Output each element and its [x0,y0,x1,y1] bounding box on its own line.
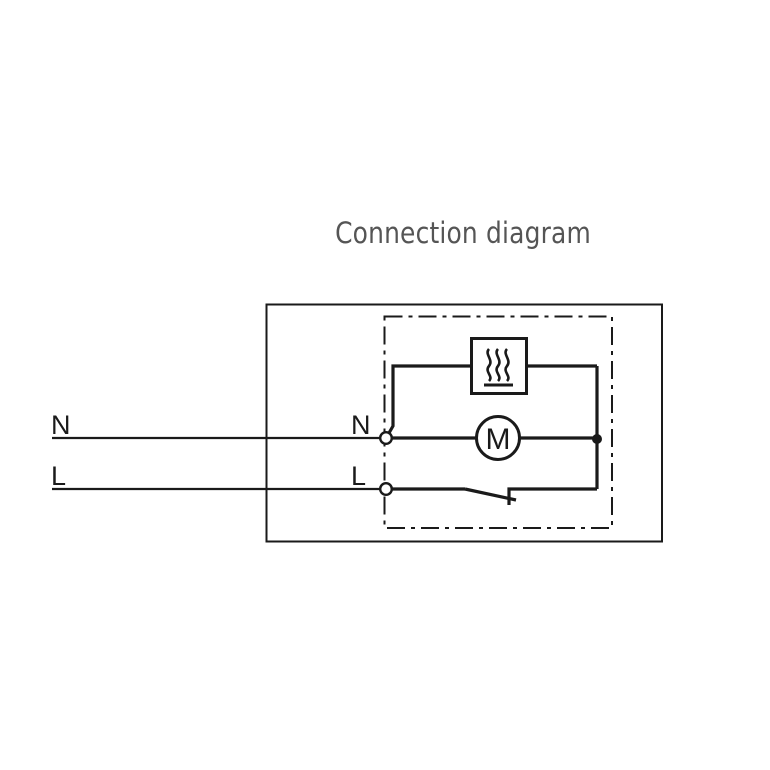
internal-boundary [383,315,613,529]
internal-wiring [387,364,599,505]
terminal-n [379,431,394,446]
terminal-n-label: N [351,410,371,440]
device-housing [265,303,663,543]
heater-left-wire [387,364,471,434]
external-wires [52,436,380,491]
switch-contact-wire [507,487,597,505]
external-l-label: L [51,461,66,491]
motor-label: M [486,423,511,456]
diagram-title: Connection diagram [335,216,591,250]
external-n-label: N [51,410,71,440]
heater-icon [470,337,528,395]
terminal-l-label: L [351,461,366,491]
terminal-l [379,482,394,497]
junction-dot [592,434,602,444]
motor-icon [475,415,521,461]
